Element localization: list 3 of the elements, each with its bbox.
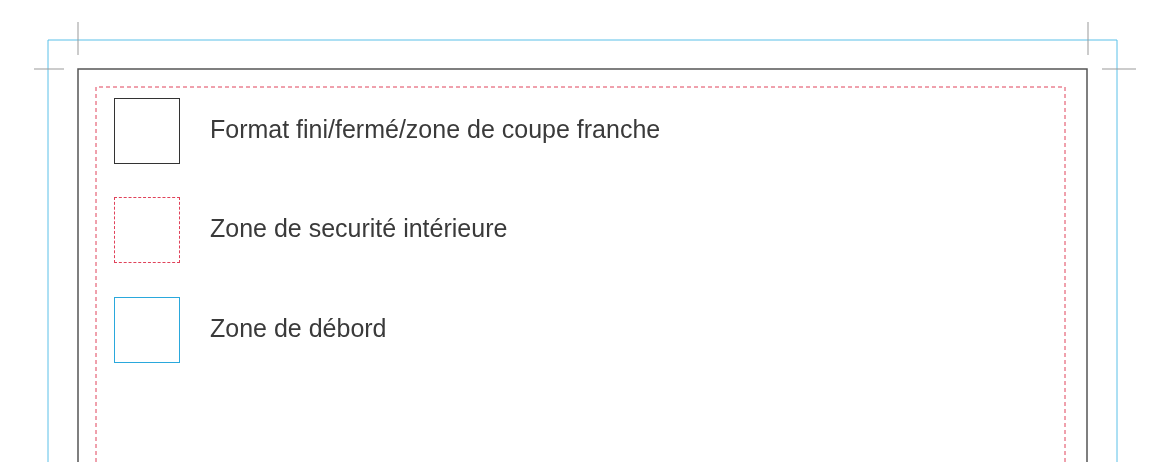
legend-text: Zone de débord <box>210 313 387 343</box>
legend-text: Format fini/fermé/zone de coupe franche <box>210 114 661 144</box>
legend-text: Zone de securité intérieure <box>210 213 508 243</box>
